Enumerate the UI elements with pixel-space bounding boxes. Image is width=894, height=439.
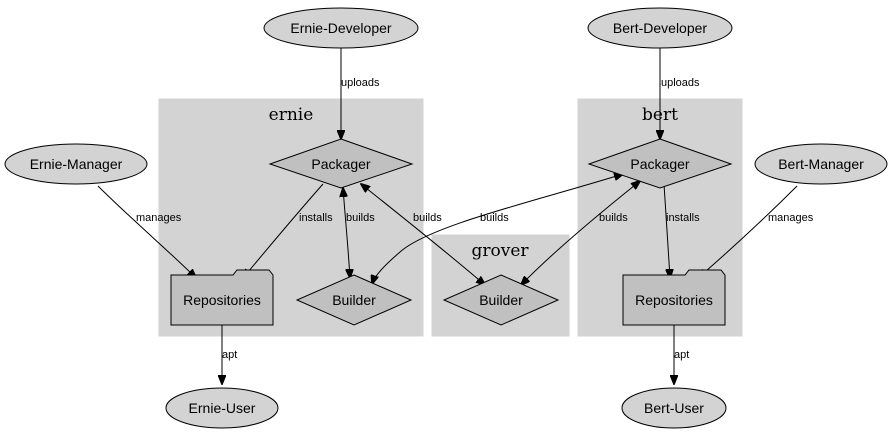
node-ernie-repositories[interactable]: Repositories [170,269,274,326]
node-label: Repositories [635,292,713,308]
cluster-ernie-label: ernie [269,105,314,125]
edge-ernie-manages: manages [97,185,196,278]
edge-ernie-installs: installs [243,183,333,278]
node-ernie-developer[interactable]: Ernie-Developer [263,7,419,49]
node-bert-repositories[interactable]: Repositories [622,269,726,326]
node-bert-packager[interactable]: Packager [587,138,733,189]
node-label: Ernie-User [189,400,256,416]
edge-label: installs [666,212,700,224]
edge-label: apt [222,349,237,361]
edge-bert-uploads: uploads [660,48,700,139]
edge-bert-installs: installs [663,183,700,278]
node-label: Builder [332,292,376,308]
edge-label: uploads [661,77,700,89]
node-label: Builder [479,292,523,308]
node-label: Packager [311,156,370,172]
node-label: Bert-Developer [613,20,707,36]
node-ernie-manager[interactable]: Ernie-Manager [4,143,148,185]
edge-label: uploads [341,77,380,89]
node-label: Packager [630,156,689,172]
edge-bert-apt: apt [674,325,689,384]
edge-ernie-uploads: uploads [341,48,380,139]
edge-label: manages [136,212,182,224]
edge-label: installs [299,212,333,224]
node-ernie-builder[interactable]: Builder [295,274,413,326]
node-bert-developer[interactable]: Bert-Developer [587,7,733,49]
edge-label: builds [346,212,375,224]
cluster-grover-label: grover [471,241,529,261]
node-ernie-packager[interactable]: Packager [268,138,414,189]
node-bert-manager[interactable]: Bert-Manager [754,143,888,185]
edge-bert-manages: manages [698,185,814,278]
edge-label: apt [674,349,689,361]
node-label: Bert-User [644,400,704,416]
node-label: Ernie-Developer [290,20,391,36]
node-label: Bert-Manager [778,156,864,172]
edge-label: builds [413,212,442,224]
edge-ernie-apt: apt [222,325,237,384]
node-label: Repositories [183,292,261,308]
node-grover-builder[interactable]: Builder [442,274,560,326]
edge-label: builds [599,212,628,224]
node-ernie-user[interactable]: Ernie-User [165,387,279,429]
edge-label: builds [480,212,509,224]
node-label: Ernie-Manager [30,156,123,172]
edge-label: manages [768,212,814,224]
node-bert-user[interactable]: Bert-User [621,387,727,429]
edge-bert-builds-grover: builds [521,181,640,285]
